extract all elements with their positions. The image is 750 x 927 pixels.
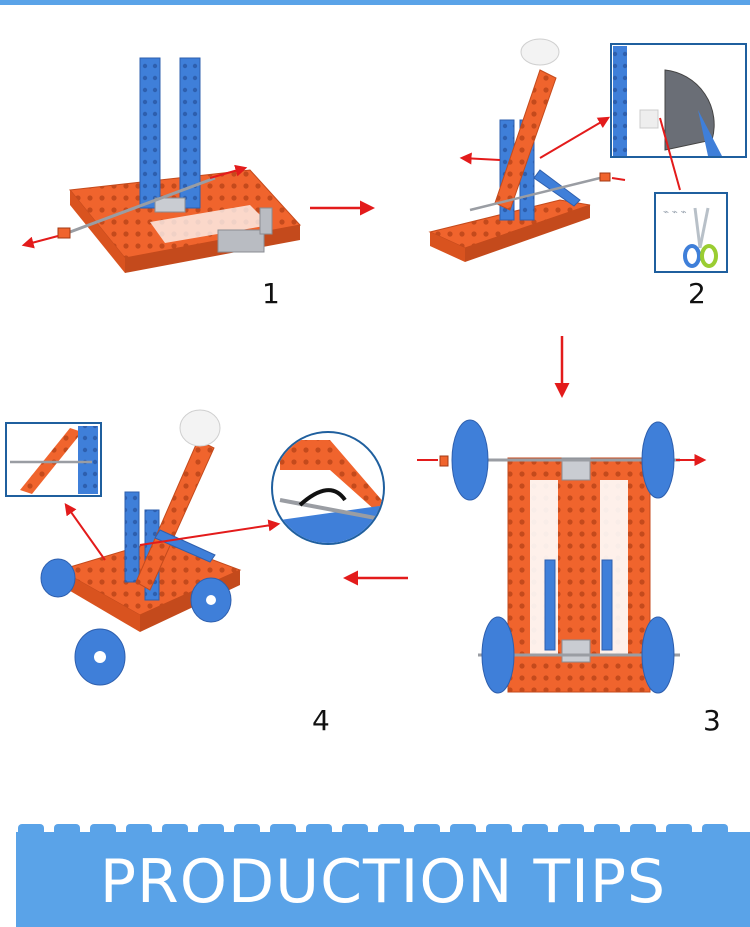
step-4-detail-inset (5, 422, 102, 497)
step-number-4: 4 (312, 704, 330, 737)
step-number-2: 2 (688, 277, 706, 310)
step-4-illustration (40, 409, 281, 686)
production-tips-banner (16, 832, 750, 927)
top-accent-bar (0, 0, 750, 5)
step-4-circle-zoom (271, 431, 385, 545)
scissors-tool-inset: ⌁ ⌁ ⌁ (654, 192, 728, 273)
svg-text:⌁ ⌁ ⌁: ⌁ ⌁ ⌁ (663, 207, 687, 218)
step-2-illustration (428, 38, 626, 262)
step-number-3: 3 (703, 704, 721, 737)
step-number-1: 1 (262, 277, 280, 310)
step-1-illustration (21, 57, 301, 273)
step-2-detail-inset (610, 43, 747, 191)
step-3-illustration (417, 419, 707, 694)
banner-title: PRODUCTION TIPS (99, 847, 667, 917)
